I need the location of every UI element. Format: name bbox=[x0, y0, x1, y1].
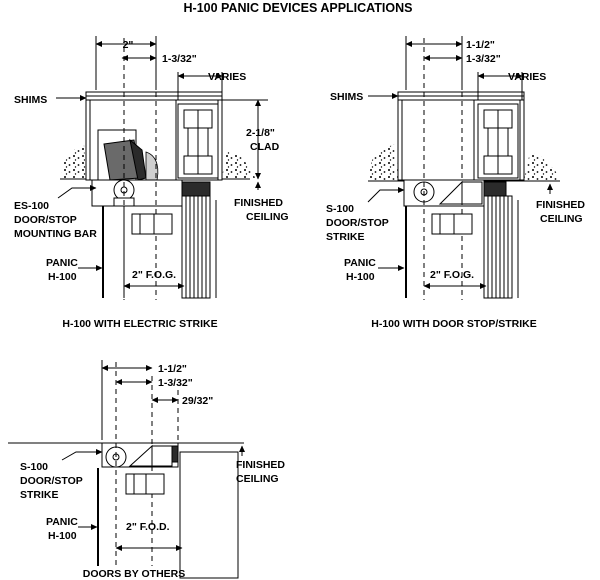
label-shims: SHIMS bbox=[14, 94, 47, 106]
dim-1-3-32: 1-3/32" bbox=[162, 53, 197, 65]
label-h100: H-100 bbox=[48, 271, 77, 283]
mounting-bar bbox=[91, 179, 183, 207]
label-ceiling: CEILING bbox=[236, 473, 279, 485]
label-h100: H-100 bbox=[346, 271, 375, 283]
dim-1-3-32: 1-3/32" bbox=[466, 53, 501, 65]
dim-1-3-32: 1-3/32" bbox=[158, 377, 193, 389]
label-es100: ES-100 bbox=[14, 200, 49, 212]
page-title: H-100 PANIC DEVICES APPLICATIONS bbox=[184, 1, 413, 15]
dim-varies: VARIES bbox=[208, 71, 246, 83]
stop-block bbox=[181, 181, 211, 197]
stop-block bbox=[483, 181, 507, 197]
caption-electric-strike: H-100 WITH ELECTRIC STRIKE bbox=[62, 318, 217, 330]
label-ceiling: CEILING bbox=[246, 211, 289, 223]
dim-fog: 2" F.O.G. bbox=[430, 269, 474, 281]
label-finished: FINISHED bbox=[236, 459, 285, 471]
insulation-right bbox=[222, 150, 255, 178]
label-s100: S-100 bbox=[20, 461, 48, 473]
dim-clad-word: CLAD bbox=[250, 141, 280, 153]
dim-2in: 2" bbox=[123, 39, 134, 51]
insulation-right bbox=[524, 152, 560, 180]
insulation-left bbox=[60, 144, 86, 178]
label-mounting-bar: MOUNTING BAR bbox=[14, 228, 97, 240]
label-door-stop: DOOR/STOP bbox=[326, 217, 389, 229]
panel-doors-by-others: 1-1/2" 1-3/32" 29/32" 2" F.O.D. S-100 DO… bbox=[8, 360, 285, 580]
label-shims: SHIMS bbox=[330, 91, 363, 103]
glass-door bbox=[181, 195, 211, 299]
dim-1-1-2: 1-1/2" bbox=[466, 39, 495, 51]
insulation-left bbox=[368, 144, 398, 180]
door-by-others bbox=[179, 451, 239, 579]
label-panic: PANIC bbox=[46, 516, 78, 528]
caption-door-stop-strike: H-100 WITH DOOR STOP/STRIKE bbox=[371, 318, 537, 330]
panic-bar bbox=[431, 213, 473, 235]
dim-varies: VARIES bbox=[508, 71, 546, 83]
glass-door bbox=[483, 195, 513, 299]
label-door-stop: DOOR/STOP bbox=[14, 214, 77, 226]
dim-fod: 2" F.O.D. bbox=[126, 521, 170, 533]
label-h100: H-100 bbox=[48, 530, 77, 542]
label-s100: S-100 bbox=[326, 203, 354, 215]
label-ceiling: CEILING bbox=[540, 213, 583, 225]
label-door-stop: DOOR/STOP bbox=[20, 475, 83, 487]
panic-bar bbox=[131, 213, 173, 235]
panel-electric-strike: 2" 1-3/32" VARIES 2-1/8" CLAD 2" F.O.G. … bbox=[14, 36, 289, 330]
caption-doors-by-others: DOORS BY OTHERS bbox=[83, 568, 186, 580]
dim-29-32: 29/32" bbox=[182, 395, 213, 407]
label-finished: FINISHED bbox=[536, 199, 585, 211]
label-finished: FINISHED bbox=[234, 197, 283, 209]
label-strike: STRIKE bbox=[20, 489, 59, 501]
label-panic: PANIC bbox=[344, 257, 376, 269]
dim-fog: 2" F.O.G. bbox=[132, 269, 176, 281]
dim-1-1-2: 1-1/2" bbox=[158, 363, 187, 375]
panel-door-stop-strike: 1-1/2" 1-3/32" VARIES 2" F.O.G. SHIMS S-… bbox=[326, 36, 585, 330]
label-strike: STRIKE bbox=[326, 231, 365, 243]
label-panic: PANIC bbox=[46, 257, 78, 269]
panic-bar bbox=[125, 473, 165, 495]
dim-clad: 2-1/8" bbox=[246, 127, 275, 139]
